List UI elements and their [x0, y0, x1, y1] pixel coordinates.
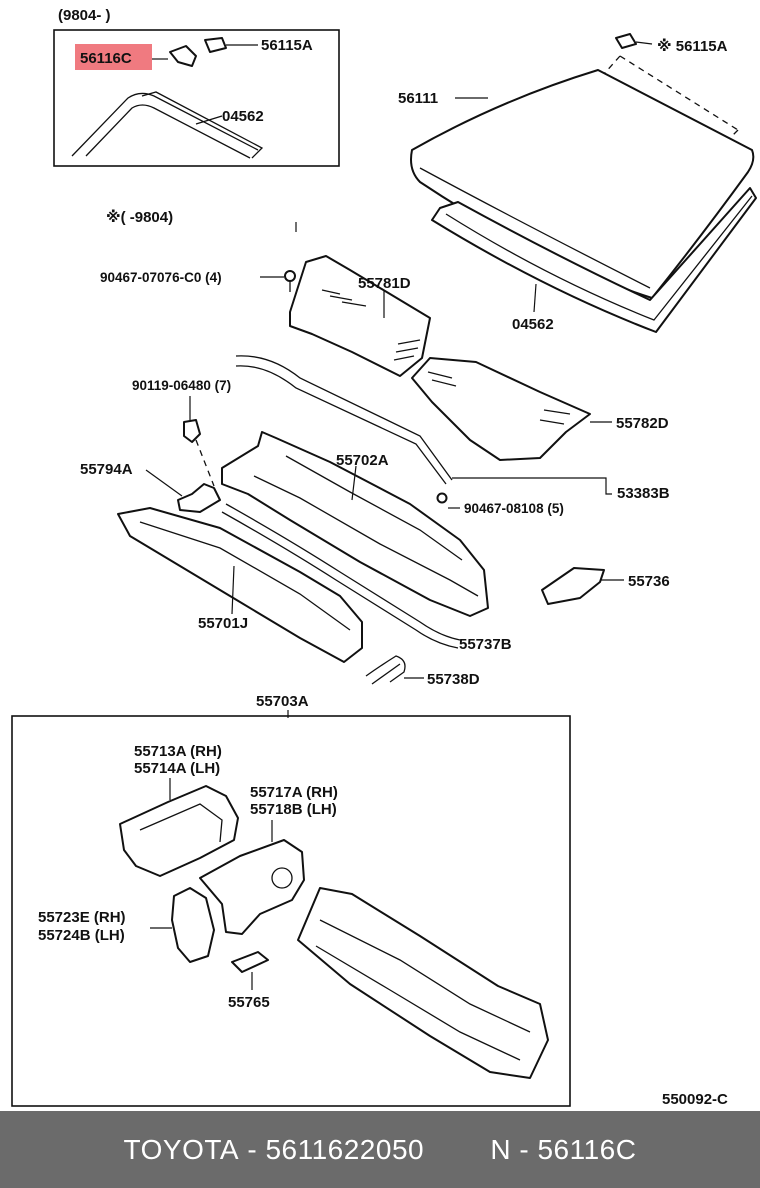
subassembly-title[interactable]: 55703A	[256, 693, 309, 710]
label-55782d[interactable]: 55782D	[616, 415, 669, 432]
cowl-louver-55782d	[411, 357, 591, 461]
label-53383b[interactable]: 53383B	[617, 485, 670, 502]
screw-90467-08108	[436, 492, 448, 504]
bolt-90119-06480	[183, 419, 201, 443]
inset-date-range: (9804- )	[58, 7, 111, 24]
windshield-group: ※ 56115A 56111 04562	[398, 33, 757, 333]
cowl-panel-assy	[297, 887, 549, 1079]
label-56116c[interactable]: 56116C	[80, 50, 132, 67]
footer-part-number: 5611622050	[265, 1133, 425, 1165]
label-56115a-top[interactable]: ※ 56115A	[657, 37, 728, 55]
louver-hatch-right	[427, 371, 571, 425]
cowl-outer-55701j	[117, 507, 363, 663]
clip-56115a-top	[615, 33, 637, 49]
inset-box: (9804- ) 56116C 56115A 04562	[53, 7, 340, 167]
label-55718b[interactable]: 55718B (LH)	[250, 801, 337, 818]
cowl-inner-55702a	[221, 431, 489, 617]
clip-56116c	[169, 45, 197, 67]
cowl-panel-group: 55794A 55702A 55701J 55737B 55736 55738D	[80, 431, 670, 688]
label-55724b[interactable]: 55724B (LH)	[38, 927, 125, 944]
panel-55723e	[171, 887, 215, 963]
glass-corner	[71, 92, 259, 157]
diagram-code: 550092-C	[662, 1091, 728, 1108]
label-55723e[interactable]: 55723E (RH)	[38, 909, 126, 926]
seal-53383b	[235, 355, 453, 481]
cowl-vent-group: 90467-07076-C0 (4) 55781D 55782D	[100, 255, 669, 461]
footer-brand: TOYOTA	[123, 1133, 240, 1165]
footer-highlighted-part: 56116C	[537, 1133, 637, 1165]
subassembly-box: 55703A 55713A (RH) 55714A (LH) 55717A (R…	[11, 693, 571, 1107]
label-55713a[interactable]: 55713A (RH)	[134, 743, 222, 760]
label-56115a-inset[interactable]: 56115A	[261, 37, 313, 54]
windshield-glass	[410, 69, 755, 299]
label-90119-06480[interactable]: 90119-06480 (7)	[132, 378, 231, 393]
part-55736	[541, 567, 605, 605]
bracket-55765	[231, 951, 269, 973]
label-55781d[interactable]: 55781D	[358, 275, 411, 292]
label-55738d[interactable]: 55738D	[427, 671, 480, 688]
label-56111[interactable]: 56111	[398, 90, 438, 107]
label-04562-inset[interactable]: 04562	[222, 108, 264, 125]
subassembly-frame	[11, 715, 571, 1107]
label-55737b[interactable]: 55737B	[459, 636, 512, 653]
note-date-range: ※( -9804)	[106, 208, 173, 226]
screw-90467-07076	[284, 270, 296, 282]
label-90467-08108[interactable]: 90467-08108 (5)	[464, 501, 564, 516]
windshield-molding	[431, 187, 757, 333]
label-04562[interactable]: 04562	[512, 316, 554, 333]
panel-55713a	[119, 785, 239, 877]
footer-bar: TOYOTA - 5611622050 N - 56116C	[0, 1111, 760, 1188]
label-90467-07076[interactable]: 90467-07076-C0 (4)	[100, 270, 222, 285]
label-55714a[interactable]: 55714A (LH)	[134, 760, 220, 777]
label-55702a[interactable]: 55702A	[336, 452, 389, 469]
cowl-louver-55781d	[289, 255, 431, 377]
clip-56115a	[204, 37, 227, 53]
inset-frame	[53, 29, 340, 167]
highlight-56116c	[75, 44, 152, 70]
label-55736[interactable]: 55736	[628, 573, 670, 590]
parts-diagram: (9804- ) 56116C 56115A 04562 ※ 56115A 56…	[11, 7, 757, 1108]
label-55717a[interactable]: 55717A (RH)	[250, 784, 338, 801]
bracket-55794a	[177, 483, 221, 513]
label-55765[interactable]: 55765	[228, 994, 270, 1011]
louver-hatch-left	[321, 289, 421, 361]
part-55738d	[365, 655, 406, 683]
seal-55737b	[225, 503, 461, 641]
panel-55717a	[199, 839, 305, 935]
footer-ref: N	[490, 1133, 512, 1165]
label-55794a[interactable]: 55794A	[80, 461, 133, 478]
label-55701j[interactable]: 55701J	[198, 615, 248, 632]
